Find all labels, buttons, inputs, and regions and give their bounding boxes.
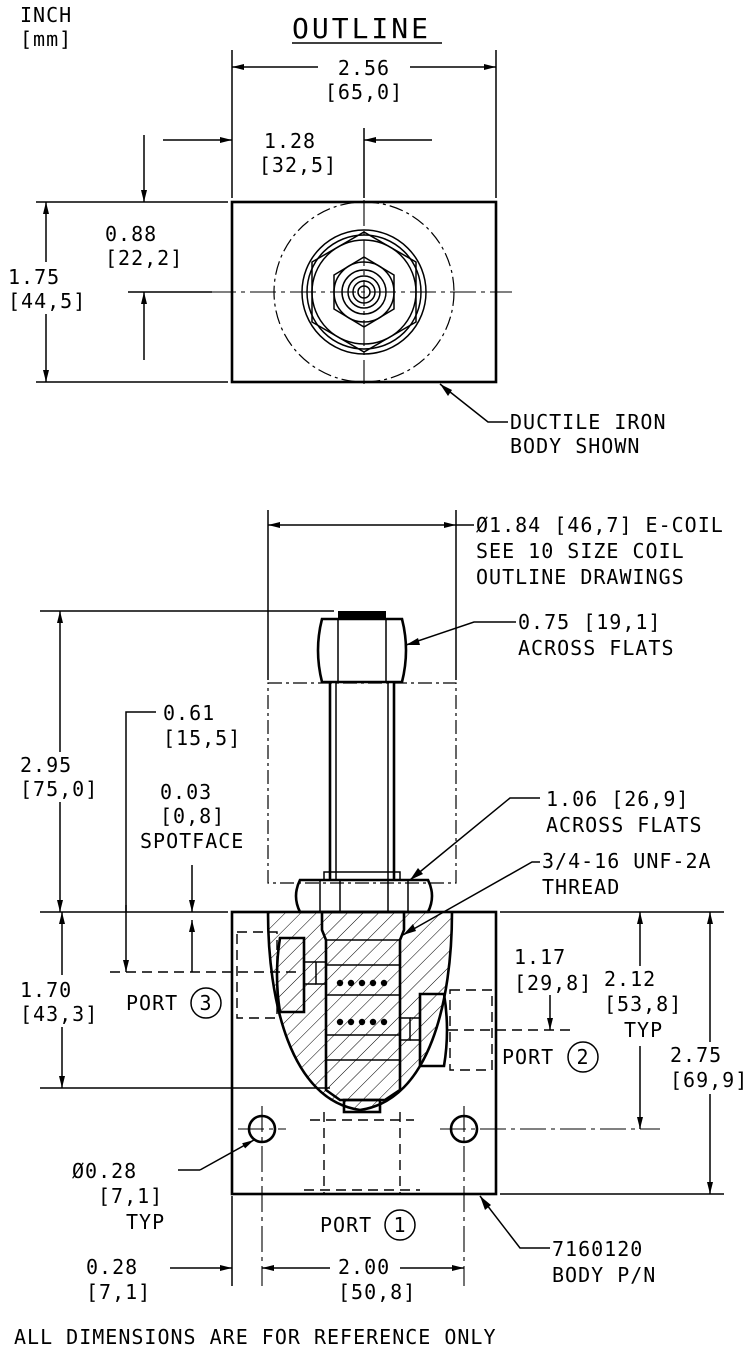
cartridge-port-holes-upper	[336, 979, 388, 987]
hex-body-nut	[294, 878, 434, 914]
dim-port3-depth-mm: [15,5]	[163, 726, 241, 750]
port3-number: 3	[199, 991, 212, 1015]
port3-label: PORT	[126, 991, 178, 1015]
side-view: Ø1.84 [46,7] E-COIL SEE 10 SIZE COIL OUT…	[16, 510, 752, 1304]
port1-label: PORT	[320, 1213, 372, 1237]
dim-mount-depth-typ: TYP	[624, 1018, 663, 1042]
dim-center-y-in: 0.88	[105, 222, 157, 246]
units-mm: [mm]	[20, 27, 72, 51]
hex-flats-line2: ACROSS FLATS	[546, 813, 703, 837]
dim-height-in: 1.75	[8, 265, 60, 289]
dim-port2-depth-mm: [29,8]	[514, 971, 592, 995]
dim-center-x-in: 1.28	[264, 129, 316, 153]
body-part-number: 7160120	[552, 1237, 643, 1261]
dim-cavity-depth-in: 1.70	[20, 978, 72, 1002]
dim-mount-depth-in: 2.12	[604, 967, 656, 991]
coil-note-line1: Ø1.84 [46,7] E-COIL	[476, 513, 724, 537]
dim-width-mm: [65,0]	[325, 80, 403, 104]
nut-flats-line2: ACROSS FLATS	[518, 636, 675, 660]
dim-cavity-depth-mm: [43,3]	[20, 1002, 98, 1026]
top-view: 2.56 [65,0] 1.28 [32,5] 0.88 [22,2] 1.75…	[6, 50, 667, 458]
body-material-note-line2: BODY SHOWN	[510, 434, 640, 458]
cartridge-port-holes-lower	[336, 1018, 388, 1026]
port3-number-circle	[190, 987, 222, 1019]
port2-spotface	[418, 992, 449, 1068]
top-nut	[316, 617, 408, 684]
port1-hidden-bore	[304, 1112, 420, 1194]
dim-hole-spacing-mm: [50,8]	[338, 1280, 416, 1304]
page-title: OUTLINE	[292, 12, 431, 45]
dim-mount-depth-mm: [53,8]	[604, 992, 682, 1016]
dim-stem-height-in: 2.95	[20, 753, 72, 777]
dim-port2-depth-in: 1.17	[514, 945, 566, 969]
units-inch: INCH	[20, 3, 72, 27]
dim-port3-depth-in: 0.61	[163, 701, 215, 725]
dim-spotface-mm: [0,8]	[160, 804, 225, 828]
hex-flats-line1: 1.06 [26,9]	[546, 787, 689, 811]
cartridge-valve	[320, 910, 406, 1102]
thread-line2: THREAD	[542, 875, 620, 899]
dim-center-x-mm: [32,5]	[259, 153, 337, 177]
cavity-section-hatch	[268, 912, 452, 1110]
port3-spotface	[275, 936, 306, 1014]
dim-stem-height-mm: [75,0]	[20, 777, 98, 801]
dim-body-height-in: 2.75	[670, 1043, 722, 1067]
dim-hole-spacing-in: 2.00	[338, 1255, 390, 1279]
nut-flats-line1: 0.75 [19,1]	[518, 610, 661, 634]
coil-note-line2: SEE 10 SIZE COIL	[476, 539, 685, 563]
dim-hole-diameter-mm: [7,1]	[98, 1184, 163, 1208]
dim-height-mm: [44,5]	[8, 289, 86, 313]
port2-number-circle	[567, 1041, 599, 1073]
dim-spotface-label: SPOTFACE	[140, 829, 244, 853]
dim-hole-edge-in: 0.28	[86, 1255, 138, 1279]
coil-phantom-outline	[267, 682, 457, 884]
dim-hole-diameter-leader	[199, 1139, 255, 1171]
port1-number: 1	[393, 1213, 406, 1237]
coil-note-line3: OUTLINE DRAWINGS	[476, 565, 685, 589]
body-part-label: BODY P/N	[552, 1263, 656, 1287]
dim-center-y-mm: [22,2]	[105, 246, 183, 270]
port2-label: PORT	[502, 1045, 554, 1069]
dim-hole-diameter-in: Ø0.28	[72, 1159, 137, 1183]
thread-line1: 3/4-16 UNF-2A	[542, 849, 712, 873]
dim-hole-edge-mm: [7,1]	[86, 1280, 151, 1304]
dim-width-in: 2.56	[338, 56, 390, 80]
dim-spotface-in: 0.03	[160, 780, 212, 804]
port1-number-circle	[384, 1209, 416, 1241]
port2-number: 2	[576, 1045, 589, 1069]
port2-hidden-bore	[449, 989, 493, 1071]
footer-note: ALL DIMENSIONS ARE FOR REFERENCE ONLY	[14, 1325, 497, 1349]
dim-body-height-mm: [69,9]	[670, 1068, 748, 1092]
cartridge-tip	[342, 1098, 382, 1114]
dim-hole-diameter-typ: TYP	[126, 1210, 165, 1234]
nut-cap	[338, 611, 386, 619]
body-material-note-line1: DUCTILE IRON	[510, 410, 667, 434]
